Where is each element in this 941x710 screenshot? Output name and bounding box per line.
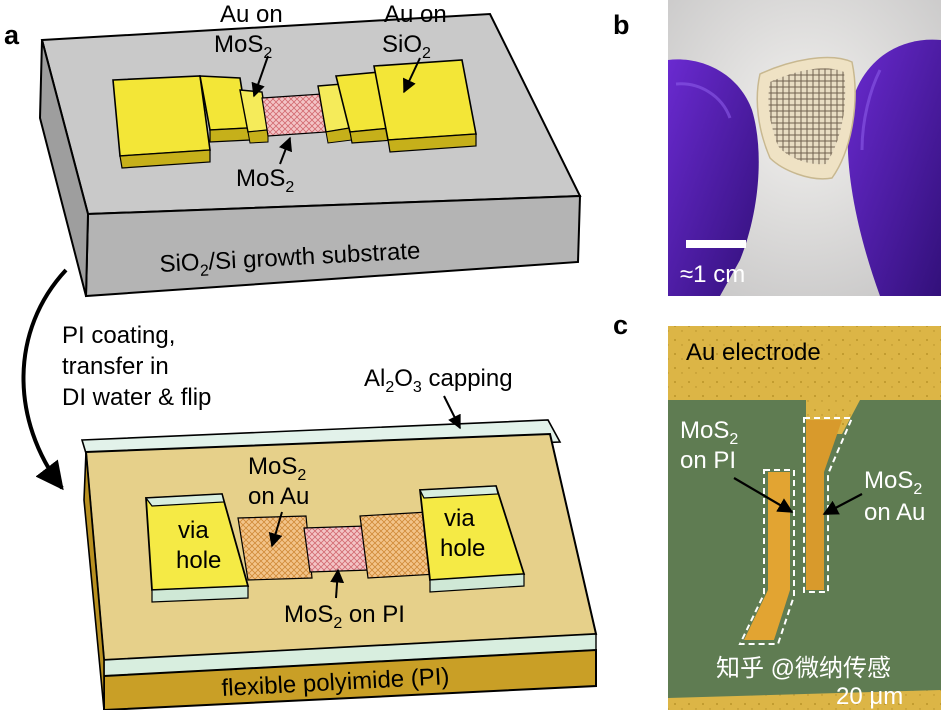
panel-label-a: a: [4, 20, 20, 50]
process-line2: transfer in: [62, 353, 169, 380]
gold-pad-left: [112, 75, 269, 169]
arrow-au-on-sio2: [403, 57, 421, 94]
mos2-channel-top: [261, 93, 327, 137]
via-hole-right: [419, 485, 526, 593]
label-au-on-sio2-line1: Au on: [384, 1, 447, 28]
label-mos2-on-au-line1: MoS2: [248, 453, 306, 484]
label-capping: Al2O3 capping: [364, 365, 513, 396]
photo-scale-bar: [686, 240, 746, 248]
micrograph: [668, 326, 941, 710]
label-au-on-mos2-line2: MoS2: [214, 31, 272, 62]
arrow-au-on-mos2: [251, 55, 269, 98]
electrode-array: [768, 68, 846, 165]
label-mos2-on-au-micro-line1: MoS2: [864, 467, 922, 498]
panel-label-b: b: [613, 10, 630, 40]
electrode-finger-lower: [744, 472, 790, 640]
label-au-electrode: Au electrode: [686, 339, 821, 366]
arrow-micro-mos2-on-au: [822, 493, 863, 515]
label-au-on-mos2-line1: Au on: [220, 1, 283, 28]
device-photo: [668, 0, 941, 296]
label-mos2-on-pi: MoS2 on PI: [284, 601, 405, 632]
panel-label-c: c: [613, 310, 628, 340]
photo-scale-label: ≈1 cm: [680, 261, 745, 288]
au-electrode-bottom: [668, 690, 941, 710]
via-left-line2: hole: [176, 547, 221, 574]
outline-mos2-on-au: [803, 417, 854, 593]
via-right-line2: hole: [440, 535, 485, 562]
label-mos2-on-pi-micro-line1: MoS2: [680, 417, 738, 448]
glove-left: [668, 59, 759, 296]
arrow-mos2-top: [278, 136, 293, 165]
micro-scale-label: 20 μm: [836, 683, 903, 710]
label-mos2-top: MoS2: [236, 165, 294, 196]
process-arrow: [21, 268, 68, 491]
arrow-mos2-on-au: [268, 511, 283, 548]
watermark: 知乎 @微纳传感: [716, 655, 891, 682]
via-hole-left: [144, 493, 250, 603]
process-line1: PI coating,: [62, 322, 175, 349]
glove-right: [847, 39, 941, 296]
au-electrode-top: [668, 326, 941, 434]
mos2-on-au-left: [237, 515, 313, 581]
process-line3: DI water & flip: [62, 384, 211, 411]
arrow-mos2-on-pi: [330, 568, 345, 599]
label-au-on-sio2-line2: SiO2: [382, 31, 431, 62]
arrow-capping: [443, 395, 461, 430]
arrow-micro-mos2-on-pi: [733, 477, 794, 513]
gold-pad-right: [317, 59, 477, 153]
label-mos2-on-au-micro-line2: on Au: [864, 499, 925, 526]
label-mos2-on-au-line2: on Au: [248, 483, 309, 510]
via-right-line1: via: [444, 505, 475, 532]
via-left-line1: via: [178, 517, 209, 544]
outline-mos2-on-pi: [738, 469, 795, 645]
mos2-on-pi-channel: [303, 525, 371, 573]
label-mos2-on-pi-micro-line2: on PI: [680, 447, 736, 474]
